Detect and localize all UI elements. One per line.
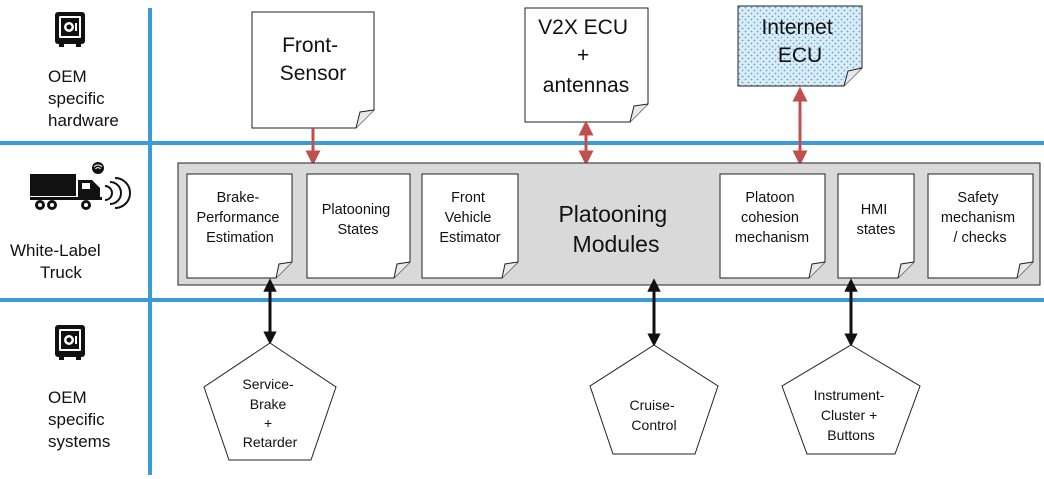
connected-truck-icon bbox=[30, 162, 131, 210]
svg-text:Front- Sensor: Front- Sensor bbox=[280, 34, 347, 85]
svg-text:Front Vehicle Esti: Front Vehicle Estimator bbox=[439, 190, 500, 246]
module-front-vehicle-estimator: Front Vehicle Estimator bbox=[421, 173, 519, 279]
module-hmi-states: HMI states bbox=[837, 173, 915, 279]
safe-icon bbox=[55, 325, 85, 360]
module-platoon-cohesion: Platoon cohesion mechanism bbox=[719, 173, 826, 279]
module-brake-performance: Brake- Performance Estimation bbox=[186, 173, 293, 279]
internet-ecu-box: Internet ECU bbox=[737, 5, 863, 87]
svg-text:Instrument- Cluster +: Instrument- Cluster + Buttons bbox=[814, 387, 889, 443]
svg-text:Service- Brake +: Service- Brake + Retarder bbox=[242, 376, 297, 450]
row-label-oem-systems: OEM specific systems bbox=[48, 388, 110, 451]
row-oem-systems: OEM specific systems bbox=[48, 325, 110, 451]
svg-text:HMI states: HMI states bbox=[857, 202, 896, 238]
row-label-truck: White-Label Truck bbox=[10, 241, 105, 282]
module-safety-mechanism: Safety mechanism / checks bbox=[927, 173, 1034, 279]
row-truck: White-Label Truck bbox=[10, 162, 131, 282]
svg-text:Internet ECU: Internet ECU bbox=[761, 16, 838, 67]
front-sensor-box: Front- Sensor bbox=[251, 11, 375, 129]
svg-text:Platooning States: Platooning States bbox=[322, 202, 395, 238]
v2x-ecu-box: V2X ECU + antennas bbox=[524, 7, 649, 123]
instrument-cluster-pentagon: Instrument- Cluster + Buttons bbox=[781, 344, 921, 455]
service-brake-pentagon: Service- Brake + Retarder bbox=[203, 342, 337, 461]
svg-text:Safety mechanism /: Safety mechanism / checks bbox=[941, 190, 1019, 246]
row-dividers bbox=[0, 8, 1044, 475]
svg-text:V2X ECU + antennas: V2X ECU + antennas bbox=[538, 16, 634, 97]
wired-links bbox=[263, 278, 858, 347]
safe-icon bbox=[55, 12, 85, 47]
row-label-oem-hardware: OEM specific hardware bbox=[48, 67, 119, 130]
svg-text:Platoon cohesion m: Platoon cohesion mechanism bbox=[735, 190, 809, 246]
platooning-modules-title: Platooning Modules bbox=[558, 201, 673, 257]
svg-text:Brake- Performance: Brake- Performance Estimation bbox=[196, 190, 283, 246]
module-platooning-states: Platooning States bbox=[306, 173, 411, 279]
wireless-links bbox=[305, 86, 808, 166]
svg-text:Cruise- Control: Cruise- Control bbox=[629, 397, 678, 433]
cruise-control-pentagon: Cruise- Control bbox=[589, 344, 719, 455]
row-oem-hardware: OEM specific hardware bbox=[48, 12, 119, 130]
